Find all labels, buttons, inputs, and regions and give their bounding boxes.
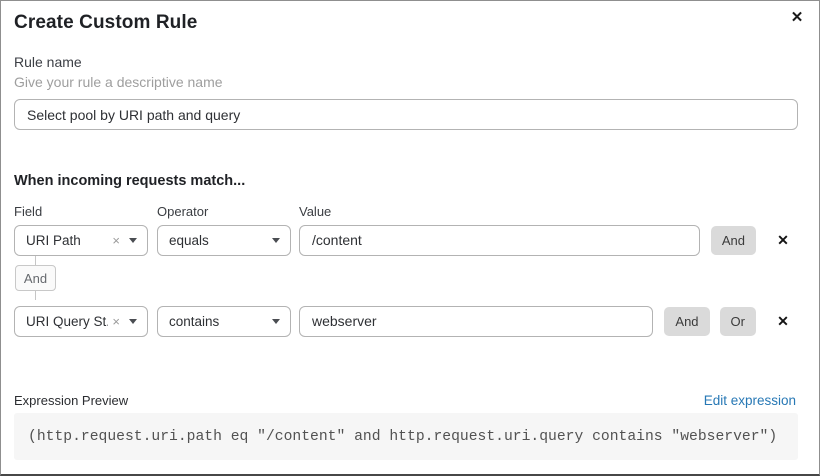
and-connector: And [14,256,796,300]
edit-expression-link[interactable]: Edit expression [703,393,796,408]
connector-line [35,256,36,265]
field-column-label: Field [14,204,43,219]
and-button[interactable]: And [710,225,756,255]
field-select[interactable]: URI Query St... × [14,305,148,337]
rule-name-helper: Give your rule a descriptive name [14,74,223,90]
remove-row-icon[interactable]: ✕ [777,232,789,248]
and-connector-chip: And [15,265,56,291]
operator-select[interactable]: equals × [157,224,291,256]
value-column-label: Value [299,204,332,219]
connector-line [35,291,36,300]
field-select-value: URI Query St... [26,313,109,329]
field-select[interactable]: URI Path × [14,224,148,256]
field-select-value: URI Path [26,232,81,248]
rule-name-input[interactable] [14,99,798,130]
and-button[interactable]: And [664,306,710,336]
chevron-down-icon [129,318,137,324]
expression-preview-code: (http.request.uri.path eq "/content" and… [14,413,798,460]
remove-row-icon[interactable]: ✕ [777,313,789,329]
rule-name-label: Rule name [14,54,82,70]
expression-preview-header: Expression Preview Edit expression [14,393,796,408]
operator-select[interactable]: contains × [157,305,291,337]
close-icon[interactable]: ✕ [787,7,807,27]
chevron-down-icon [272,237,280,243]
operator-select-value: contains [169,313,220,329]
operator-column-label: Operator [157,204,209,219]
clear-field-icon[interactable]: × [112,232,120,248]
match-section-heading: When incoming requests match... [14,173,246,189]
clear-field-icon[interactable]: × [112,313,120,329]
value-input[interactable] [299,224,700,256]
operator-select-value: equals [169,232,209,248]
value-input[interactable] [299,305,654,337]
dialog-title: Create Custom Rule [14,12,198,33]
expression-preview-label: Expression Preview [14,393,129,408]
chevron-down-icon [272,318,280,324]
or-button[interactable]: Or [719,306,756,336]
condition-row: URI Path × equals × And ✕ [14,224,796,256]
columns-header: Field Operator Value [14,204,796,219]
condition-row: URI Query St... × contains × And Or ✕ [14,305,796,337]
chevron-down-icon [129,237,137,243]
